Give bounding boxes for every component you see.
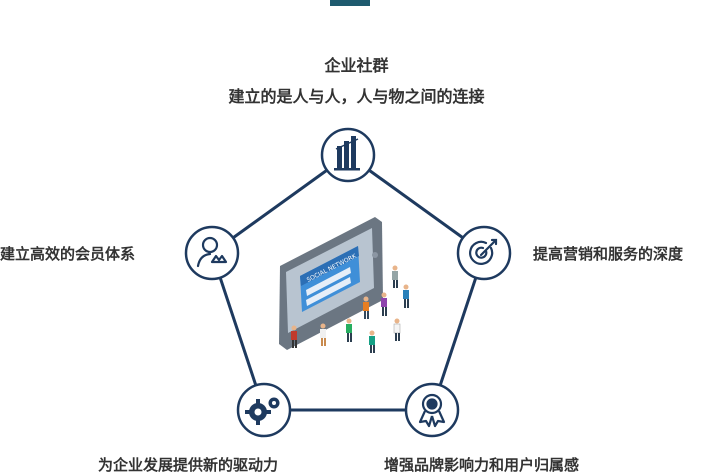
- gears-icon: [245, 397, 280, 425]
- award-ribbon-icon: [418, 393, 446, 428]
- person: [381, 292, 387, 316]
- node-left: [184, 225, 240, 281]
- label-growth-driver: 为企业发展提供新的驱动力: [98, 456, 279, 474]
- page-title: 企业社群: [324, 56, 389, 75]
- person: [393, 318, 401, 341]
- building-chart-icon: [334, 136, 360, 171]
- crowd-people: [291, 265, 409, 353]
- label-marketing-depth: 提高营销和服务的深度: [533, 245, 684, 263]
- person: [369, 330, 375, 353]
- user-crown-icon: [196, 236, 228, 268]
- top-tab-marker: [330, 0, 370, 6]
- phone-crowd-illustration: SOCIAL NETWORK: [279, 217, 409, 353]
- phone-illustration: [279, 217, 383, 350]
- node-top: [320, 127, 376, 183]
- person: [320, 323, 326, 346]
- person: [392, 265, 398, 288]
- page-subtitle: 建立的是人与人，人与物之间的连接: [228, 87, 485, 106]
- node-bottom-left: [236, 382, 292, 438]
- target-arrow-icon: [469, 238, 498, 265]
- title-block: 企业社群 建立的是人与人，人与物之间的连接: [0, 55, 713, 108]
- person: [363, 296, 369, 319]
- node-right: [456, 225, 512, 281]
- pentagon-outline: [210, 153, 486, 412]
- label-brand-influence: 增强品牌影响力和用户归属感: [384, 456, 580, 474]
- label-member-system: 建立高效的会员体系: [0, 245, 136, 263]
- node-bottom-right: [404, 382, 460, 438]
- person: [291, 325, 297, 348]
- person: [403, 284, 409, 308]
- person: [346, 318, 352, 342]
